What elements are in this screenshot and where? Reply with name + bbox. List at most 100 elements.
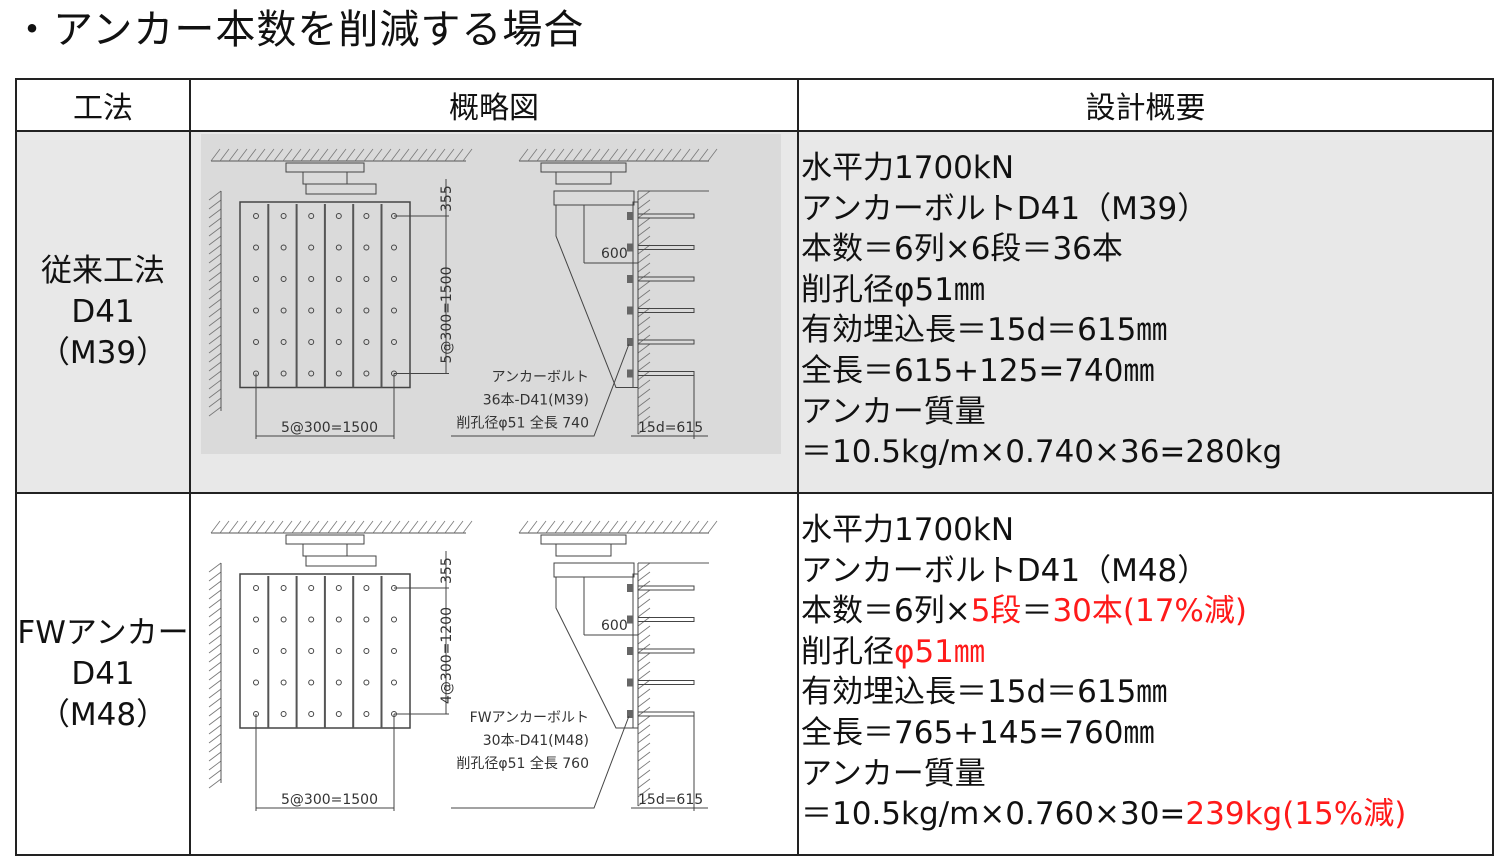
hatch bbox=[637, 379, 651, 390]
hatch bbox=[208, 715, 222, 726]
hatch bbox=[208, 634, 222, 645]
anchor-bolt bbox=[637, 680, 695, 685]
hatch bbox=[246, 520, 257, 534]
hatch bbox=[444, 148, 455, 162]
hatch bbox=[208, 670, 222, 681]
anchor-hole bbox=[280, 307, 287, 314]
hatch bbox=[637, 634, 651, 645]
hatch bbox=[390, 520, 401, 534]
anchor-hole bbox=[391, 339, 397, 345]
anchor-hole bbox=[391, 616, 397, 623]
hatch bbox=[599, 520, 610, 534]
bracket-top bbox=[553, 562, 635, 578]
hatch bbox=[208, 190, 222, 201]
header-method: 工法 bbox=[15, 78, 191, 132]
leader-line bbox=[451, 343, 630, 437]
dim-label-600: 600 bbox=[601, 246, 628, 262]
hatch bbox=[572, 520, 583, 534]
spec-line: 削孔径φ51㎜ bbox=[801, 633, 985, 670]
hatch bbox=[536, 520, 547, 534]
hatch bbox=[599, 148, 610, 162]
spec-line: 本数＝6列×6段＝36本 bbox=[801, 231, 1123, 268]
method-line: 従来工法 bbox=[41, 252, 165, 289]
anchor-hole bbox=[363, 213, 370, 219]
anchor-bolt bbox=[637, 308, 695, 313]
hatch bbox=[462, 148, 473, 162]
hatch bbox=[590, 148, 601, 162]
spec-line: 有効埋込長＝15d＝615㎜ bbox=[801, 312, 1168, 349]
spec-line: 水平力1700kN bbox=[801, 150, 1015, 186]
hatch bbox=[309, 520, 320, 534]
anchor-hole bbox=[308, 213, 315, 219]
hatch bbox=[637, 388, 651, 399]
anchor-hole bbox=[308, 585, 315, 591]
bracket-side bbox=[555, 577, 633, 729]
spec-line: 水平力1700kN bbox=[801, 512, 1015, 548]
anchor-hole bbox=[363, 307, 370, 314]
anchor-hole bbox=[391, 648, 397, 654]
hatch bbox=[637, 661, 651, 672]
hatch bbox=[453, 148, 464, 162]
anchor-diagram: 3554@300=12005@300=150060015d=615FWアンカーボ… bbox=[208, 520, 718, 811]
hatch bbox=[208, 199, 222, 210]
hatch bbox=[210, 520, 221, 534]
hatch bbox=[637, 742, 651, 753]
hatch bbox=[637, 688, 651, 699]
hatch bbox=[264, 148, 275, 162]
anchor-hole bbox=[253, 213, 259, 219]
anchor-bolt bbox=[637, 245, 695, 250]
hatch bbox=[637, 199, 651, 210]
hatch bbox=[637, 562, 651, 573]
hatch bbox=[662, 520, 673, 534]
hatch bbox=[637, 607, 651, 618]
hatch bbox=[219, 520, 230, 534]
anchor-label: 削孔径φ51 全長 760 bbox=[456, 755, 589, 772]
hatch bbox=[653, 148, 664, 162]
anchor-bolt bbox=[637, 213, 695, 219]
anchor-hole bbox=[280, 244, 287, 251]
anchor-hole bbox=[363, 339, 370, 345]
bearing-base bbox=[305, 555, 377, 567]
hatch bbox=[554, 148, 565, 162]
bolt-nut bbox=[627, 710, 633, 718]
hatch bbox=[208, 370, 222, 381]
hatch bbox=[637, 316, 651, 327]
hatch bbox=[282, 148, 293, 162]
spec-line: ＝10.5kg/m×0.740×36=280kg bbox=[801, 434, 1283, 471]
hatch bbox=[637, 352, 651, 363]
hatch bbox=[617, 148, 628, 162]
hatch bbox=[208, 733, 222, 744]
hatch bbox=[453, 520, 464, 534]
hatch bbox=[208, 316, 222, 327]
hatch bbox=[637, 670, 651, 681]
hatch bbox=[273, 148, 284, 162]
spec-cell: 水平力1700kN アンカーボルトD41（M39） 本数＝6列×6段＝36本 削… bbox=[797, 130, 1494, 494]
hatch bbox=[208, 652, 222, 663]
hatch bbox=[637, 325, 651, 336]
hatch bbox=[381, 520, 392, 534]
anchor-diagram: 3555@300=15005@300=150060015d=615アンカーボルト… bbox=[201, 134, 781, 454]
bolt-nut bbox=[627, 647, 633, 655]
anchor-hole bbox=[280, 276, 287, 282]
hatch bbox=[707, 148, 718, 162]
spec-cell: 水平力1700kN アンカーボルトD41（M48） 本数＝6列×5段＝30本(1… bbox=[797, 492, 1494, 856]
spec-line: ＝10.5kg/m×0.760×30=239kg(15%減) bbox=[801, 796, 1407, 833]
hatch bbox=[208, 208, 222, 219]
hatch bbox=[208, 280, 222, 291]
bracket-top bbox=[553, 190, 635, 206]
hatch bbox=[527, 520, 538, 534]
header-diagram: 概略図 bbox=[189, 78, 799, 132]
dim-label-600: 600 bbox=[601, 618, 628, 634]
dim-label-vertical: 4@300=1200 bbox=[439, 607, 455, 704]
hatch bbox=[637, 343, 651, 354]
hatch bbox=[563, 520, 574, 534]
hatch bbox=[637, 724, 651, 735]
page-title: ・アンカー本数を削減する場合 bbox=[12, 7, 585, 53]
anchor-label: 削孔径φ51 全長 740 bbox=[456, 415, 589, 432]
hatch bbox=[208, 625, 222, 636]
anchor-bolt bbox=[637, 711, 695, 717]
hatch bbox=[228, 148, 239, 162]
anchor-hole bbox=[335, 679, 342, 686]
anchor-hole bbox=[335, 711, 342, 717]
hatch bbox=[208, 244, 222, 255]
